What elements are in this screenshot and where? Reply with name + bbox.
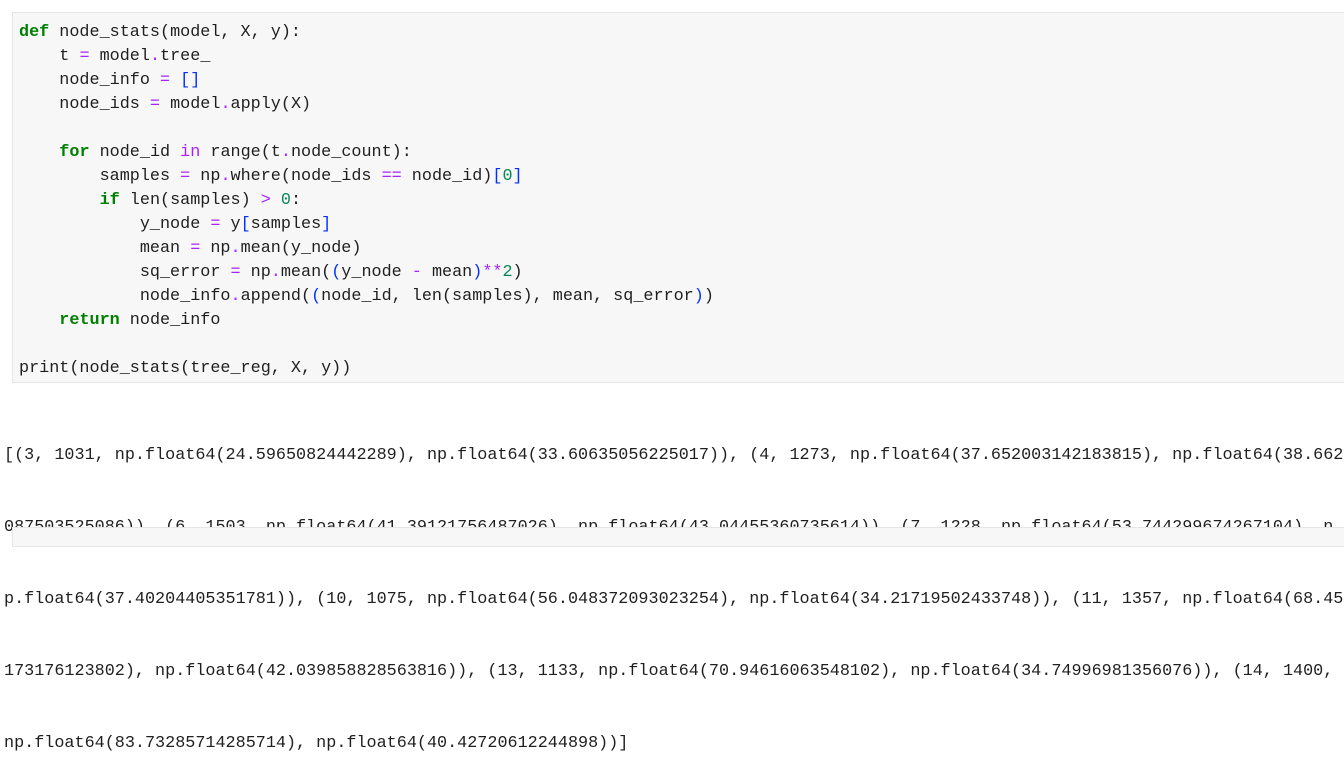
code-token: node_stats(model, X, y): (49, 23, 301, 42)
code-token: . (220, 95, 231, 114)
code-cell[interactable]: def node_stats(model, X, y): t = model.t… (12, 12, 1344, 383)
code-token: ) (693, 287, 704, 306)
code-token: . (220, 167, 231, 186)
code-line (19, 333, 714, 357)
code-token: ) (512, 263, 523, 282)
code-token: samples (19, 167, 181, 186)
code-token: node_count): (290, 143, 412, 162)
code-line: sq_error = np.mean((y_node - mean)**2) (19, 261, 714, 285)
code-token (170, 71, 180, 90)
code-token: if (99, 191, 120, 210)
code-line: node_info.append((node_id, len(samples),… (19, 285, 714, 309)
code-token: - (411, 263, 422, 282)
code-token: np (190, 167, 221, 186)
code-token: print(node_stats(tree_reg, X, y)) (19, 359, 352, 378)
code-token: . (149, 47, 161, 66)
code-token: = (79, 47, 90, 66)
code-token: return (59, 311, 120, 330)
code-line: mean = np.mean(y_node) (19, 237, 714, 261)
code-token: ** (482, 263, 503, 282)
code-token: 2 (502, 263, 513, 282)
code-token: : (290, 191, 302, 210)
code-editor[interactable]: def node_stats(model, X, y): t = model.t… (19, 21, 714, 381)
code-line: node_info = [] (19, 69, 714, 93)
code-token: node_id (89, 143, 181, 162)
code-token: ] (321, 215, 332, 234)
code-token: mean( (280, 263, 332, 282)
code-token: ( (331, 263, 342, 282)
code-token: for (59, 143, 90, 162)
code-line: node_ids = model.apply(X) (19, 93, 714, 117)
code-token: apply(X) (230, 95, 312, 114)
code-line: y_node = y[samples] (19, 213, 714, 237)
code-token: y (220, 215, 241, 234)
code-line: print(node_stats(tree_reg, X, y)) (19, 357, 714, 381)
code-line: if len(samples) > 0: (19, 189, 714, 213)
code-token (19, 311, 59, 330)
code-token: np (240, 263, 271, 282)
code-token: = (160, 71, 171, 90)
code-token: where(node_ids (230, 167, 382, 186)
code-token: mean (19, 239, 191, 258)
code-token: [ (240, 215, 251, 234)
code-token: . (280, 143, 291, 162)
code-token: node_ids (19, 95, 150, 114)
next-code-cell[interactable] (12, 527, 1344, 547)
code-token: np (200, 239, 231, 258)
code-token: node_info (119, 311, 221, 330)
code-token: y_node (19, 215, 211, 234)
code-token: ) (472, 263, 483, 282)
code-token: model (89, 47, 150, 66)
code-token: len(samples) (119, 191, 261, 210)
code-line: t = model.tree_ (19, 45, 714, 69)
code-token: = (210, 215, 221, 234)
output-line: [(3, 1031, np.float64(24.59650824442289)… (4, 446, 1344, 465)
code-token (19, 191, 100, 210)
code-token: samples (250, 215, 322, 234)
code-token: in (180, 143, 201, 162)
code-token: . (230, 287, 241, 306)
code-token: node_id) (401, 167, 493, 186)
output-line: p.float64(37.40204405351781)), (10, 1075… (4, 590, 1344, 609)
code-token: [] (180, 71, 201, 90)
code-token: model (160, 95, 221, 114)
code-token: . (230, 239, 241, 258)
code-line: samples = np.where(node_ids == node_id)[… (19, 165, 714, 189)
code-token: = (180, 167, 191, 186)
code-line: def node_stats(model, X, y): (19, 21, 714, 45)
code-line: for node_id in range(t.node_count): (19, 141, 714, 165)
code-token: t (19, 47, 80, 66)
code-token: ) (703, 287, 714, 306)
code-token: sq_error (19, 263, 231, 282)
code-token: tree_ (160, 47, 211, 66)
code-token: node_info (19, 71, 160, 90)
code-token: y_node (341, 263, 412, 282)
code-token: node_info (19, 287, 231, 306)
code-token: ( (311, 287, 322, 306)
code-token (19, 143, 59, 162)
code-token: node_id, len(samples), mean, sq_error (321, 287, 694, 306)
code-line (19, 117, 714, 141)
code-token: 0 (280, 191, 291, 210)
code-token: = (230, 263, 241, 282)
code-token: mean (421, 263, 473, 282)
code-token: mean(y_node) (240, 239, 362, 258)
code-token: append( (240, 287, 312, 306)
code-line: return node_info (19, 309, 714, 333)
code-token: ] (512, 167, 523, 186)
cell-output: [(3, 1031, np.float64(24.59650824442289)… (4, 396, 1344, 780)
code-token: == (381, 167, 402, 186)
output-line: np.float64(83.73285714285714), np.float6… (4, 734, 629, 753)
code-token: 0 (502, 167, 513, 186)
code-token: range(t (200, 143, 281, 162)
code-token: > (260, 191, 271, 210)
code-token: . (270, 263, 281, 282)
code-token: = (190, 239, 201, 258)
output-line: 173176123802), np.float64(42.03985882856… (4, 662, 1334, 681)
code-token: = (149, 95, 160, 114)
code-token: def (19, 23, 50, 42)
code-token (271, 191, 281, 210)
code-token: [ (492, 167, 503, 186)
